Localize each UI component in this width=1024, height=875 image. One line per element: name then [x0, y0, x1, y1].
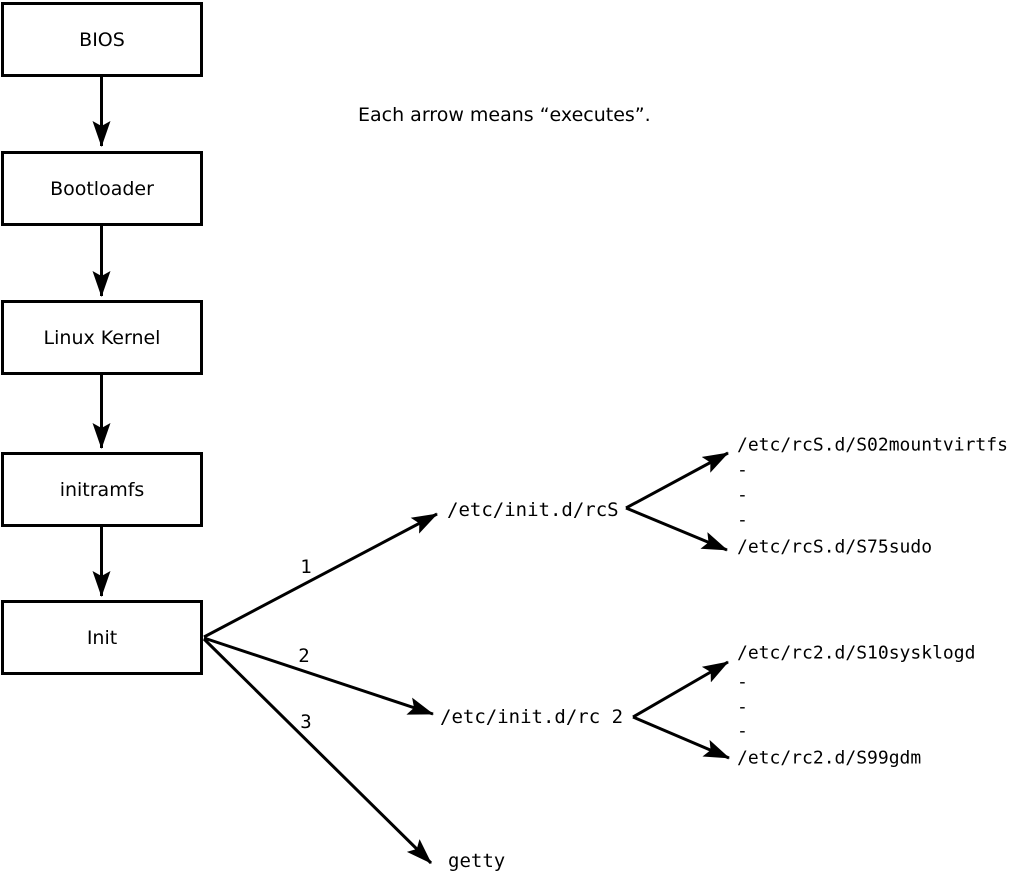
- box-bios: BIOS: [1, 2, 203, 77]
- arrow-rc2-S99gdm: [632, 715, 730, 760]
- node-rcSd-S02mountvirtfs: /etc/rcS.d/S02mountvirtfs: [737, 434, 1008, 456]
- ellipsis-dash: -: [737, 509, 748, 531]
- node-getty: getty: [448, 850, 506, 872]
- arrow-rcS-S75sudo: [625, 506, 728, 552]
- ellipsis-dash: -: [737, 671, 748, 693]
- edge-label-1: 1: [300, 556, 312, 578]
- box-init: Init: [1, 600, 203, 675]
- arrow-init-rc2: [203, 636, 434, 716]
- legend-note: Each arrow means “executes”.: [358, 104, 651, 126]
- node-rc2d-S10sysklogd: /etc/rc2.d/S10sysklogd: [737, 642, 976, 664]
- ellipsis-dash: -: [737, 696, 748, 718]
- ellipsis-dash: -: [737, 720, 748, 742]
- arrow-rcS-S02mountvirtfs: [625, 451, 729, 510]
- ellipsis-dash: -: [737, 459, 748, 481]
- box-bootloader: Bootloader: [1, 151, 203, 226]
- node-init-d-rc2: /etc/init.d/rc 2: [440, 706, 624, 728]
- arrow-init-rcS: [203, 512, 438, 639]
- box-init-label: Init: [86, 626, 118, 649]
- arrow-init-getty: [202, 637, 433, 865]
- node-rc2d-S99gdm: /etc/rc2.d/S99gdm: [737, 747, 922, 769]
- box-linux-kernel: Linux Kernel: [1, 300, 203, 375]
- node-rcSd-S75sudo: /etc/rcS.d/S75sudo: [737, 536, 933, 558]
- edge-label-2: 2: [298, 645, 310, 667]
- edge-label-3: 3: [300, 711, 312, 733]
- box-bootloader-label: Bootloader: [50, 177, 154, 200]
- arrow-rc2-S10sysklogd: [632, 660, 729, 719]
- box-bios-label: BIOS: [79, 28, 125, 51]
- node-init-d-rcS: /etc/init.d/rcS: [447, 499, 619, 521]
- box-linux-kernel-label: Linux Kernel: [43, 326, 161, 349]
- box-initramfs-label: initramfs: [59, 478, 145, 501]
- box-initramfs: initramfs: [1, 452, 203, 527]
- ellipsis-dash: -: [737, 484, 748, 506]
